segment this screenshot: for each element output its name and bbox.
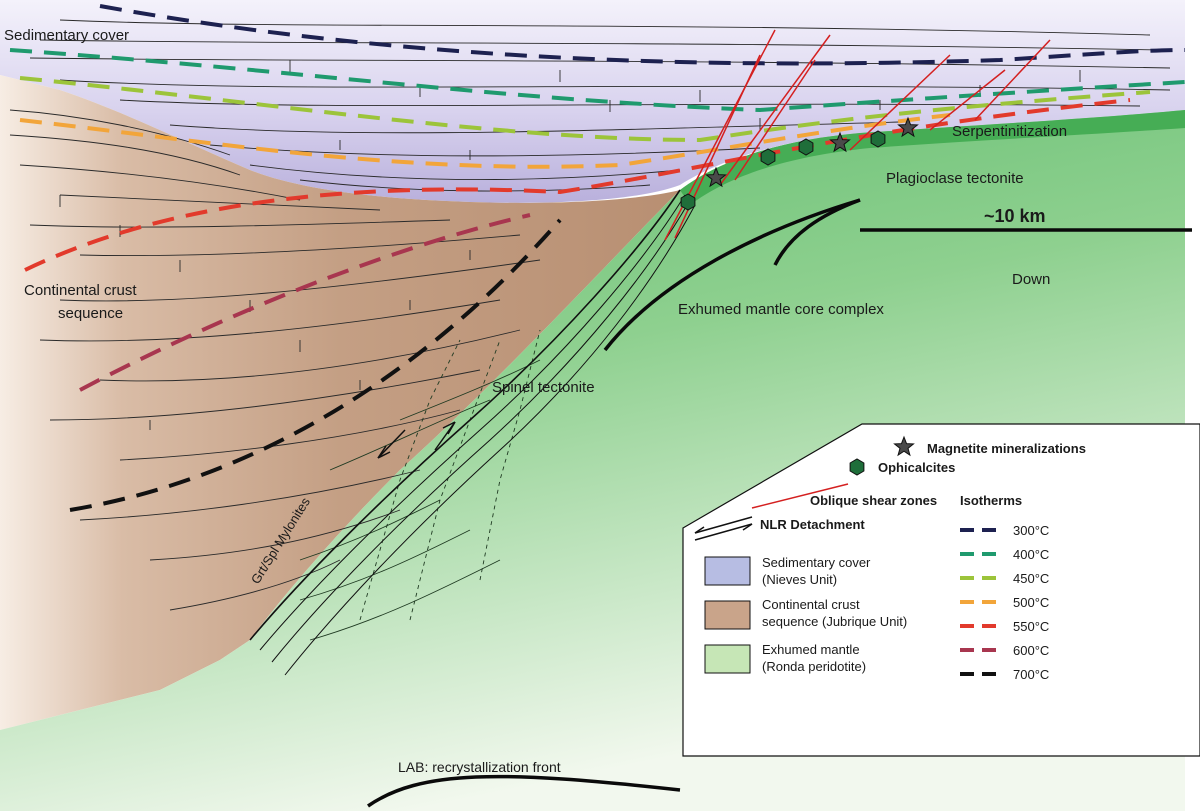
- legend-nlr-detachment-symbol: [694, 516, 753, 541]
- legend-isotherms-title: Isotherms: [960, 493, 1022, 508]
- isotherm-legend-label: 300°C: [1013, 523, 1049, 538]
- legend-crust-label-2: sequence (Jubrique Unit): [762, 614, 907, 629]
- isotherm-400: [9, 48, 1186, 113]
- label-continental-crust-1: Continental crust: [24, 282, 137, 299]
- legend-oblique-shear-symbol: [751, 483, 849, 509]
- label-sedimentary-cover: Sedimentary cover: [4, 27, 129, 44]
- legend-ophicalcite-symbol: [849, 458, 865, 476]
- legend-sedimentary-label-2: (Nieves Unit): [762, 572, 837, 587]
- isotherm-600: [79, 213, 531, 392]
- continental-crust-unit: [0, 75, 680, 730]
- legend-crust-label-1: Continental crust: [762, 597, 860, 612]
- label-exhumed-mantle-core-complex: Exhumed mantle core complex: [678, 301, 884, 318]
- ophicalcite-legend-icon: [849, 458, 865, 476]
- isotherm-legend-label: 450°C: [1013, 571, 1049, 586]
- label-serpentinitization: Serpentinitization: [952, 123, 1067, 140]
- magnetite-markers: [705, 116, 919, 188]
- magnetite-marker: [897, 116, 919, 138]
- isotherm-300: [99, 4, 1186, 66]
- label-scale: ~10 km: [984, 206, 1046, 226]
- legend-sedimentary-swatch: [704, 556, 751, 586]
- ophicalcite-marker: [798, 138, 814, 156]
- isotherm-legend-label: 500°C: [1013, 595, 1049, 610]
- mantle-dashed-foliation: [359, 329, 541, 621]
- sediment-ticks: [289, 60, 1081, 160]
- magnetite-marker: [829, 131, 851, 153]
- label-plagioclase-tectonite: Plagioclase tectonite: [886, 170, 1024, 187]
- ophicalcite-marker: [760, 148, 776, 166]
- isotherm-legend-label: 600°C: [1013, 643, 1049, 658]
- isotherm-700: [69, 218, 562, 512]
- legend-mantle-swatch: [704, 644, 751, 674]
- crust-foliation: [9, 109, 541, 611]
- legend-crust-swatch: [704, 600, 751, 630]
- ophicalcite-marker: [680, 193, 696, 211]
- nlr-detachment-zone: [249, 189, 696, 676]
- ophicalcite-marker: [870, 130, 886, 148]
- label-continental-crust-2: sequence: [58, 305, 123, 322]
- mantle-foliation: [299, 359, 541, 641]
- magnetite-legend-icon: [893, 435, 915, 457]
- isotherms: [9, 4, 1186, 512]
- legend-isotherm-entries: 300°C 400°C 450°C 500°C 550°C 600°C 700°C: [960, 523, 1049, 682]
- isotherm-450: [19, 76, 1151, 143]
- isotherm-550: [24, 98, 1131, 272]
- isotherm-legend-label: 550°C: [1013, 619, 1049, 634]
- legend: Magnetite mineralizations Ophicalcites O…: [682, 423, 1200, 757]
- serpentinization-band: [680, 110, 1185, 205]
- isotherm-legend-label: 400°C: [1013, 547, 1049, 562]
- legend-mantle-label-1: Exhumed mantle: [762, 642, 860, 657]
- isotherm-legend-label: 700°C: [1013, 667, 1049, 682]
- legend-magnetite-label: Magnetite mineralizations: [927, 441, 1086, 456]
- legend-magnetite-symbol: [893, 435, 915, 457]
- magnetite-marker: [705, 166, 727, 188]
- legend-sedimentary-label-1: Sedimentary cover: [762, 555, 871, 570]
- legend-oblique-shear-label: Oblique shear zones: [810, 493, 937, 508]
- core-complex-fault: [367, 198, 1192, 808]
- legend-nlr-detachment-label: NLR Detachment: [760, 517, 865, 532]
- shear-sense-arrows: [377, 421, 456, 459]
- legend-frame: [682, 423, 1200, 757]
- legend-mantle-label-2: (Ronda peridotite): [762, 659, 866, 674]
- ophicalcite-markers: [680, 130, 886, 211]
- label-spinel-tectonite: Spinel tectonite: [492, 379, 595, 396]
- crust-ticks: [59, 195, 471, 430]
- label-down: Down: [1012, 271, 1050, 288]
- label-lab: LAB: recrystallization front: [398, 759, 561, 775]
- legend-ophicalcites-label: Ophicalcites: [878, 460, 955, 475]
- isotherm-500: [19, 113, 951, 169]
